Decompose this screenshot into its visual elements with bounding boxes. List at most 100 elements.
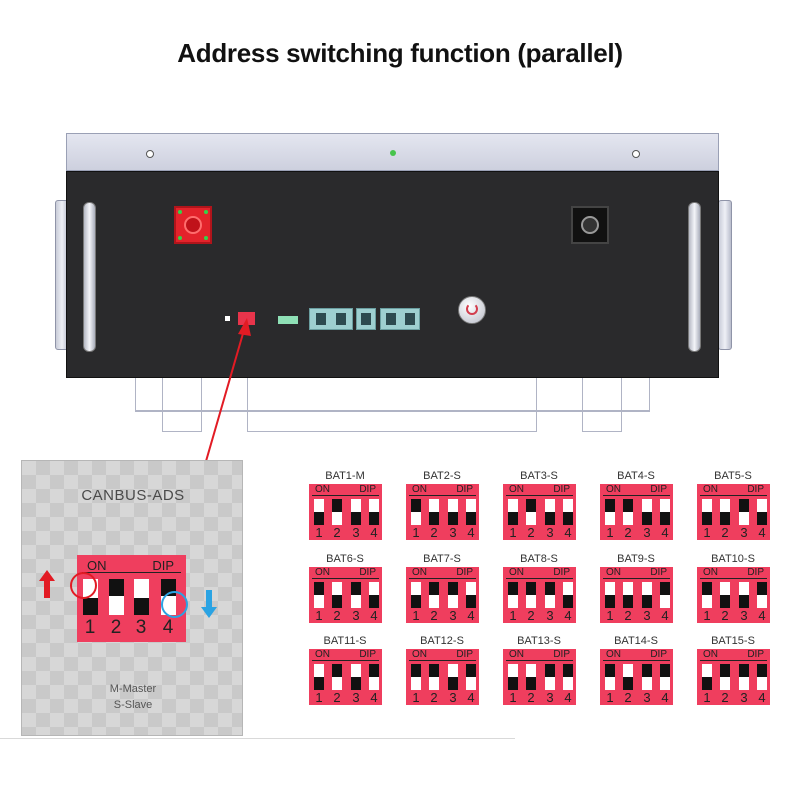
dip-toggle[interactable] bbox=[545, 664, 555, 690]
dip-toggle[interactable] bbox=[411, 499, 421, 525]
dip-label: DIP bbox=[553, 567, 570, 578]
dip-toggle[interactable] bbox=[466, 499, 476, 525]
dip-toggle[interactable] bbox=[351, 664, 361, 690]
dip-toggle[interactable] bbox=[720, 664, 730, 690]
dip-toggle[interactable] bbox=[332, 582, 342, 608]
dip-toggle[interactable] bbox=[369, 664, 379, 690]
dip-toggle[interactable] bbox=[660, 582, 670, 608]
dip-toggle[interactable] bbox=[351, 582, 361, 608]
dip-toggle[interactable] bbox=[623, 664, 633, 690]
dip-toggle[interactable] bbox=[369, 582, 379, 608]
dip-toggle[interactable] bbox=[642, 664, 652, 690]
dip-toggle[interactable] bbox=[429, 582, 439, 608]
negative-terminal bbox=[571, 206, 609, 244]
dip-toggle[interactable] bbox=[332, 664, 342, 690]
dip-toggle[interactable] bbox=[429, 499, 439, 525]
dip-toggle[interactable] bbox=[660, 664, 670, 690]
dip-number: 1 bbox=[509, 608, 517, 623]
legend-slave: S-Slave bbox=[113, 699, 153, 711]
dip-toggle-3[interactable] bbox=[134, 579, 149, 615]
dip-toggle[interactable] bbox=[757, 582, 767, 608]
dip-toggle[interactable] bbox=[508, 582, 518, 608]
dip-toggle[interactable] bbox=[526, 499, 536, 525]
dip-toggle[interactable] bbox=[314, 582, 324, 608]
dip-toggle[interactable] bbox=[508, 499, 518, 525]
dip-knob bbox=[757, 512, 767, 525]
dip-toggle[interactable] bbox=[314, 499, 324, 525]
power-button[interactable] bbox=[458, 296, 486, 324]
dip-toggle[interactable] bbox=[508, 664, 518, 690]
dip-knob bbox=[314, 677, 324, 690]
legend: M-Master S-Slave bbox=[22, 681, 244, 713]
dip-toggle[interactable] bbox=[739, 499, 749, 525]
dip-toggle[interactable] bbox=[466, 664, 476, 690]
dip-toggle[interactable] bbox=[702, 664, 712, 690]
dip-toggle[interactable] bbox=[757, 499, 767, 525]
dip-knob bbox=[508, 512, 518, 525]
dip-toggle[interactable] bbox=[526, 664, 536, 690]
dip-label: DIP bbox=[456, 484, 473, 495]
dip-toggle[interactable] bbox=[448, 582, 458, 608]
dip-toggle[interactable] bbox=[545, 582, 555, 608]
dip-toggle[interactable] bbox=[369, 499, 379, 525]
dip-toggle[interactable] bbox=[739, 582, 749, 608]
dip-label: DIP bbox=[747, 649, 764, 660]
dip-toggle[interactable] bbox=[642, 582, 652, 608]
dip-toggle[interactable] bbox=[411, 664, 421, 690]
on-label: ON bbox=[412, 649, 427, 660]
dip-toggle[interactable] bbox=[563, 664, 573, 690]
dip-toggle[interactable] bbox=[466, 582, 476, 608]
dip-number: 2 bbox=[721, 690, 729, 705]
canbus-ads-panel: CANBUS-ADS ON DIP 1 2 3 4 M-Master S-Sla… bbox=[21, 460, 243, 736]
dip-toggle[interactable] bbox=[757, 664, 767, 690]
dip-toggle[interactable] bbox=[563, 499, 573, 525]
dip-label: DIP bbox=[747, 567, 764, 578]
dip-toggle[interactable] bbox=[448, 499, 458, 525]
dip-knob bbox=[429, 664, 439, 677]
dip-toggle[interactable] bbox=[563, 582, 573, 608]
dip-toggle[interactable] bbox=[642, 499, 652, 525]
dip-knob bbox=[660, 582, 670, 595]
dip-toggle[interactable] bbox=[429, 664, 439, 690]
dip-toggle[interactable] bbox=[660, 499, 670, 525]
dip-number: 2 bbox=[721, 525, 729, 540]
dip-toggle[interactable] bbox=[448, 664, 458, 690]
dip-toggle[interactable] bbox=[702, 582, 712, 608]
dip-number: 1 bbox=[315, 608, 323, 623]
dip-toggle[interactable] bbox=[720, 499, 730, 525]
dip-number: 4 bbox=[758, 525, 766, 540]
dip-toggle[interactable] bbox=[605, 499, 615, 525]
on-label: ON bbox=[509, 649, 524, 660]
dip-knob bbox=[757, 582, 767, 595]
battery-label: BAT8-S bbox=[520, 553, 558, 565]
dip-toggle[interactable] bbox=[351, 499, 361, 525]
dip-knob bbox=[642, 595, 652, 608]
dip-number: 3 bbox=[449, 608, 457, 623]
dip-toggle[interactable] bbox=[545, 499, 555, 525]
dip-toggle[interactable] bbox=[605, 664, 615, 690]
dip-label: DIP bbox=[152, 558, 174, 573]
dip-toggle[interactable] bbox=[314, 664, 324, 690]
dip-switch-small[interactable] bbox=[238, 312, 255, 325]
dip-number: 2 bbox=[721, 608, 729, 623]
dip-toggle[interactable] bbox=[332, 499, 342, 525]
dip-toggle[interactable] bbox=[702, 499, 712, 525]
dip-knob bbox=[83, 598, 98, 615]
dip-knob bbox=[605, 499, 615, 512]
dip-toggle-2[interactable] bbox=[109, 579, 124, 615]
rack-stand-line bbox=[135, 410, 650, 412]
down-arrow-icon bbox=[201, 590, 217, 618]
dip-toggle[interactable] bbox=[720, 582, 730, 608]
dip-toggle[interactable] bbox=[623, 582, 633, 608]
dip-number: 3 bbox=[643, 608, 651, 623]
dip-number: 3 bbox=[546, 525, 554, 540]
dip-toggle[interactable] bbox=[526, 582, 536, 608]
dip-number: 1 bbox=[509, 525, 517, 540]
dip-toggle[interactable] bbox=[605, 582, 615, 608]
dip-toggle[interactable] bbox=[623, 499, 633, 525]
dip-toggle[interactable] bbox=[739, 664, 749, 690]
dip-knob bbox=[605, 664, 615, 677]
dip-toggle[interactable] bbox=[411, 582, 421, 608]
